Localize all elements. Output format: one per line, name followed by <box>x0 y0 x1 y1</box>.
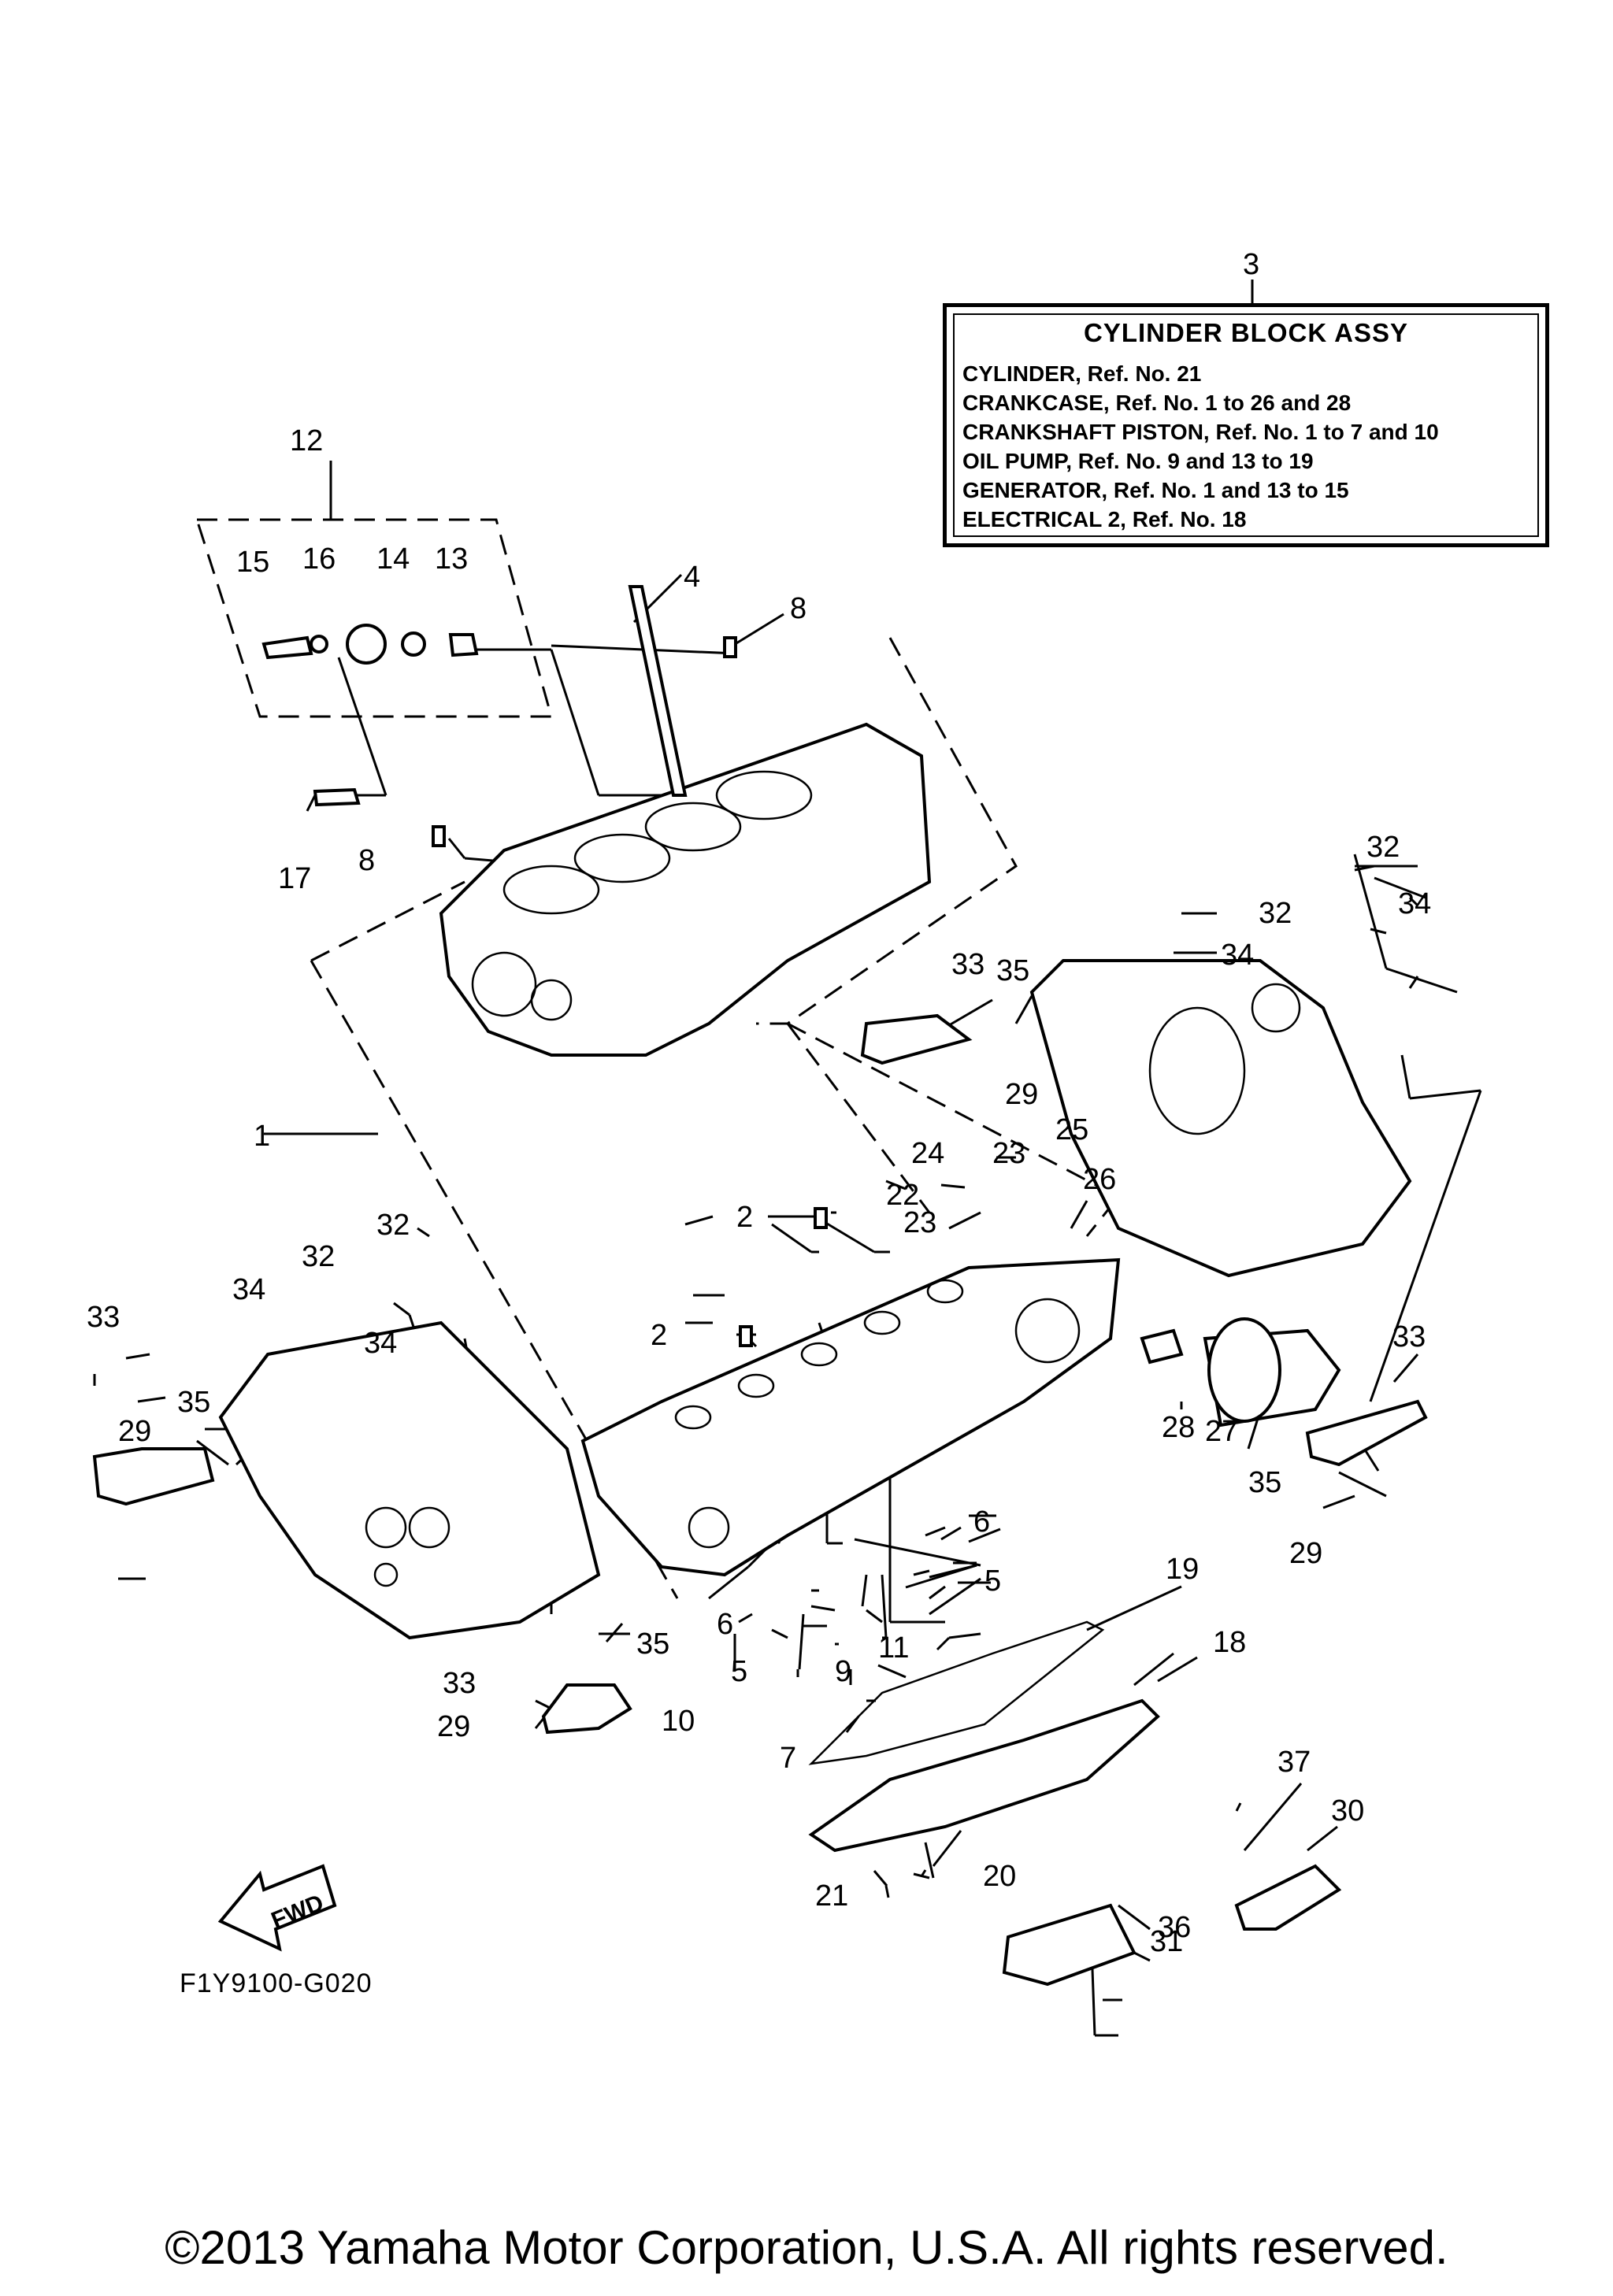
callout-label: 25 <box>1055 1113 1088 1146</box>
callout-label: 35 <box>636 1628 669 1661</box>
callout-label: 35 <box>1248 1466 1281 1499</box>
callout-label: 8 <box>790 592 806 625</box>
callout-label: 13 <box>435 543 468 576</box>
callout-label: 6 <box>717 1608 733 1641</box>
callout-label: 37 <box>1277 1746 1311 1779</box>
callout-label: 3 <box>1243 248 1259 281</box>
legend-line: OIL PUMP, Ref. No. 9 and 13 to 19 <box>962 449 1314 473</box>
callout-label: 34 <box>1221 939 1254 972</box>
callout-label: 31 <box>1150 1925 1183 1958</box>
callout-label: 32 <box>1366 831 1400 864</box>
legend-line: GENERATOR, Ref. No. 1 and 13 to 15 <box>962 478 1349 502</box>
callout-label: 8 <box>358 844 375 877</box>
callout-label: 4 <box>684 561 700 594</box>
callout-label: 33 <box>1392 1320 1426 1354</box>
callout-label: 36 <box>1158 1911 1191 1944</box>
callout-label: 29 <box>1005 1078 1038 1111</box>
callout-label: 11 <box>878 1631 909 1665</box>
legend-line: CRANKCASE, Ref. No. 1 to 26 and 28 <box>962 391 1352 415</box>
callout-label: 33 <box>443 1667 476 1700</box>
callout-label: 5 <box>731 1655 747 1688</box>
fwd-arrow-icon: FWD <box>217 1864 337 1952</box>
legend-inner-border <box>953 313 1539 537</box>
callout-label: 12 <box>290 424 323 457</box>
callout-label: 34 <box>364 1327 397 1360</box>
callout-label: 33 <box>87 1301 120 1334</box>
callout-label: 32 <box>376 1209 410 1242</box>
callout-label: 1 <box>254 1120 270 1153</box>
callout-label: 16 <box>302 543 336 576</box>
callout-label: 29 <box>437 1710 470 1743</box>
callout-label: 24 <box>911 1137 944 1170</box>
copyright-notice: ©2013 Yamaha Motor Corporation, U.S.A. A… <box>165 2221 1448 2274</box>
callout-label: 29 <box>118 1415 151 1448</box>
callout-label: 17 <box>278 862 311 895</box>
oil-pump-parts <box>261 624 479 807</box>
stud-and-dowels <box>432 585 828 1347</box>
legend-line: CYLINDER, Ref. No. 21 <box>962 361 1202 386</box>
callout-numbers: 3 1 2 2 4 5 5 6 6 7 8 8 9 10 11 12 13 14… <box>87 248 1431 1958</box>
oil-filter <box>1140 1317 1341 1428</box>
callout-label: 22 <box>886 1179 919 1212</box>
callout-label: 21 <box>815 1879 848 1913</box>
callout-label: 35 <box>177 1386 210 1419</box>
figure-code: F1Y9100-G020 <box>180 1968 373 1998</box>
callout-label: 23 <box>992 1137 1025 1170</box>
generator-cover <box>1029 959 1412 1278</box>
callout-label: 6 <box>973 1505 990 1539</box>
callout-label: 26 <box>1083 1163 1116 1196</box>
legend-line: ELECTRICAL 2, Ref. No. 18 <box>962 507 1247 531</box>
callout-label: 30 <box>1331 1794 1364 1828</box>
callout-label: 34 <box>232 1273 265 1306</box>
callout-label: 9 <box>835 1655 851 1688</box>
callout-label: 29 <box>1289 1537 1322 1570</box>
callout-label: 32 <box>1259 897 1292 930</box>
left-crankcase-cover <box>218 1320 601 1640</box>
callout-label: 35 <box>996 954 1029 987</box>
cylinder-block <box>439 722 932 1057</box>
callout-label: 32 <box>302 1240 335 1273</box>
legend-line: CRANKSHAFT PISTON, Ref. No. 1 to 7 and 1… <box>962 420 1439 444</box>
upper-crankcase <box>580 1257 1121 1577</box>
callout-label: 18 <box>1213 1626 1246 1659</box>
oil-pan-gasket <box>808 1620 1160 1853</box>
legend-title: CYLINDER BLOCK ASSY <box>1084 318 1408 347</box>
callout-label: 33 <box>951 948 984 981</box>
callout-label: 7 <box>780 1742 796 1775</box>
callout-label: 2 <box>651 1319 667 1352</box>
callout-label: 2 <box>736 1201 753 1234</box>
callout-label: 15 <box>236 546 269 579</box>
cylinder-block-assy-legend: CYLINDER BLOCK ASSY CYLINDER, Ref. No. 2… <box>943 303 1549 547</box>
callout-label: 34 <box>1398 887 1431 920</box>
callout-label: 10 <box>662 1705 695 1738</box>
engine-mounts <box>92 1013 1428 1987</box>
callout-label: 27 <box>1205 1415 1238 1448</box>
callout-label: 5 <box>984 1565 1001 1598</box>
callout-label: 19 <box>1166 1553 1199 1586</box>
legend-lines: CYLINDER, Ref. No. 21 CRANKCASE, Ref. No… <box>962 359 1439 534</box>
callout-label: 28 <box>1162 1411 1195 1444</box>
callout-label: 23 <box>903 1206 936 1239</box>
callout-label: 20 <box>983 1860 1016 1893</box>
callout-label: 14 <box>376 543 410 576</box>
